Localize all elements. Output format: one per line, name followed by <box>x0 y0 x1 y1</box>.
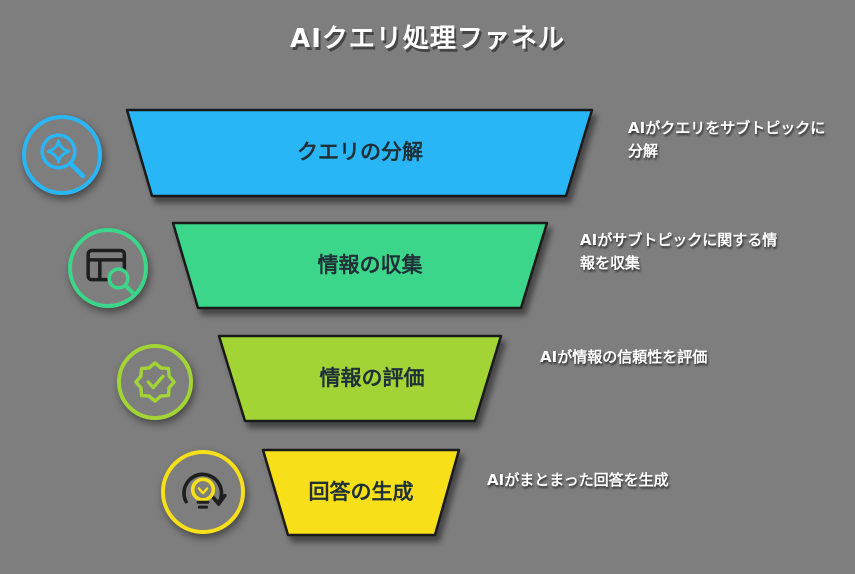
stage-1-caption: AIがクエリをサブトピックに分解 <box>628 119 826 160</box>
page-title: AIクエリ処理ファネル <box>290 24 565 54</box>
badge-check-glyph <box>134 361 176 403</box>
badge-check-icon <box>117 344 193 420</box>
bulb-idea-icon <box>161 450 245 534</box>
search-sparkle-icon <box>22 115 102 195</box>
funnel-stage-3-label: 情報の評価 <box>319 366 425 390</box>
stage-3-caption: AIが情報の信頼性を評価 <box>540 348 708 366</box>
stage-2-caption: AIがサブトピックに関する情報を収集 <box>580 231 778 272</box>
funnel-stage-1-label: クエリの分解 <box>297 140 423 164</box>
funnel-stage-4-label: 回答の生成 <box>308 480 414 504</box>
funnel-stage-2-label: 情報の収集 <box>317 253 423 277</box>
table-search-glyph <box>86 248 135 295</box>
stage-4-caption: AIがまとまった回答を生成 <box>487 471 669 489</box>
funnel-stage-1-shape <box>125 108 594 198</box>
search-sparkle-glyph <box>40 133 86 179</box>
funnel-stage-3-shape <box>217 334 503 423</box>
table-search-icon <box>68 228 148 308</box>
funnel-stage-2-shape <box>171 221 549 310</box>
funnel-stage-4-shape <box>261 448 461 537</box>
bulb-idea-glyph <box>182 472 227 509</box>
